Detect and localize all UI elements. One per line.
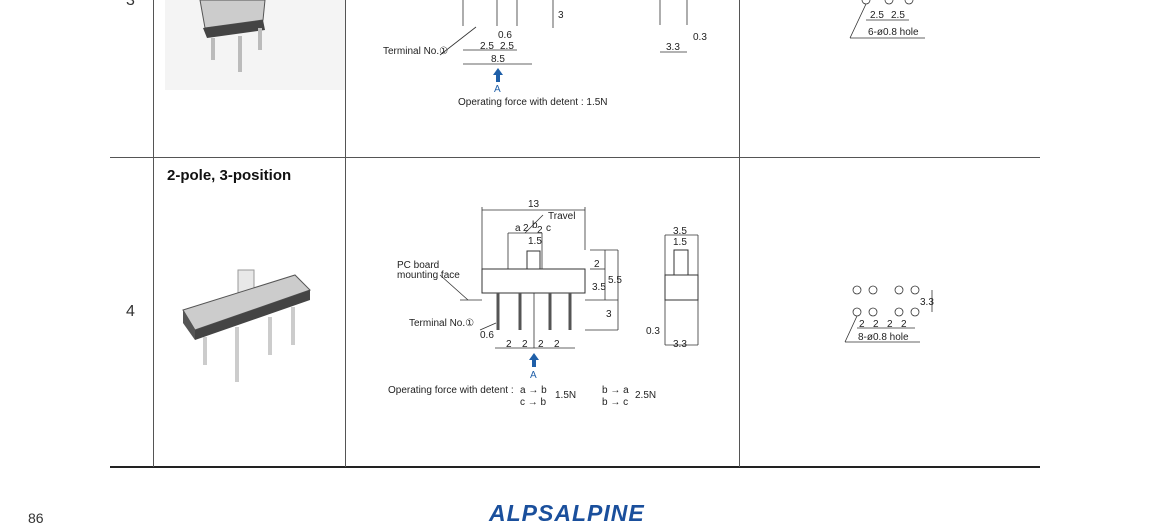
dimension-label: 2 [594, 259, 600, 270]
dimension-label: 3.3 [673, 339, 687, 350]
product-photo-3 [165, 0, 345, 90]
dimension-label: Terminal No.① [383, 46, 448, 57]
row-number: 3 [126, 0, 135, 9]
alpsalpine-logo: ALPSALPINE [489, 500, 645, 526]
pcb-layout-3: 2.5 2.5 6-ø0.8 hole [849, 0, 925, 39]
dimension-label: Terminal No.① [409, 318, 474, 329]
dimension-label: 3 [558, 10, 564, 21]
dimension-label: Travel [548, 211, 575, 222]
dimension-label: 2 [859, 319, 865, 330]
dimension-label: 2.5 [480, 41, 494, 52]
row-title: 2-pole, 3-position [167, 167, 292, 184]
dimension-label: 2 [901, 319, 907, 330]
dimension-label: 2.5 [500, 41, 514, 52]
dimension-label: 2 [506, 339, 512, 350]
dimension-label: 2 [887, 319, 893, 330]
dimension-label: 0.3 [646, 326, 660, 337]
page-number: 86 [28, 510, 44, 526]
row-number: 4 [126, 303, 135, 320]
dimension-label: c [546, 223, 551, 234]
dimension-label: 2.5N [635, 390, 656, 401]
dimension-label: Operating force with detent : 1.5N [458, 97, 608, 108]
dimension-label: 1.5N [555, 390, 576, 401]
dimension-label: 2.5 [870, 10, 884, 21]
dimension-label: 8.5 [491, 54, 505, 65]
dimension-label: 0.6 [498, 30, 512, 41]
dimension-label: 3 [606, 309, 612, 320]
dimension-label: c → b [520, 397, 547, 408]
dimension-label: 1.5 [528, 236, 542, 247]
dimension-drawing-3: Terminal No.① 0.6 2.5 2.5 8.5 3 A Operat… [383, 0, 707, 108]
dimension-label: 3.3 [920, 297, 934, 308]
dimension-label: a [515, 223, 521, 234]
product-photo-4 [182, 269, 311, 382]
dimension-label: mounting face [397, 270, 460, 281]
col-divider [739, 0, 740, 467]
dimension-label: 3.3 [666, 42, 680, 53]
dimension-label: 2 [554, 339, 560, 350]
dimension-label: 2 [873, 319, 879, 330]
dimension-label: 8-ø0.8 hole [858, 332, 909, 343]
dimension-label: b [532, 220, 538, 231]
dimension-label: b → a [602, 385, 629, 396]
dimension-label: 13 [528, 199, 540, 210]
dimension-label: PC board [397, 260, 439, 271]
pcb-layout-4: 2 2 2 2 3.3 8-ø0.8 hole [844, 285, 934, 343]
dimension-drawing-4: 13 Travel a 2 b 2 c 1.5 PC board mountin… [388, 199, 699, 408]
dimension-label: 1.5 [673, 237, 687, 248]
dimension-label: A [530, 370, 537, 381]
dimension-label: 2 [522, 339, 528, 350]
dimension-label: 2 [523, 223, 529, 234]
dimension-label: a → b [520, 385, 547, 396]
table-bottom-rule [110, 466, 1040, 468]
row-divider [110, 157, 1040, 158]
dimension-label: 2.5 [891, 10, 905, 21]
dimension-label: 2 [538, 339, 544, 350]
dimension-label: 0.3 [693, 32, 707, 43]
dimension-label: b → c [602, 397, 628, 408]
dimension-label: 2 [537, 225, 543, 236]
dimension-label: 3.5 [673, 226, 687, 237]
dimension-label: 0.6 [480, 330, 494, 341]
col-divider [153, 0, 154, 467]
dimension-label: 6-ø0.8 hole [868, 27, 919, 38]
dimension-label: 5.5 [608, 275, 622, 286]
dimension-label: Operating force with detent : [388, 385, 514, 396]
dimension-label: 3.5 [592, 282, 606, 293]
col-divider [345, 0, 346, 467]
dimension-label: A [494, 84, 501, 95]
